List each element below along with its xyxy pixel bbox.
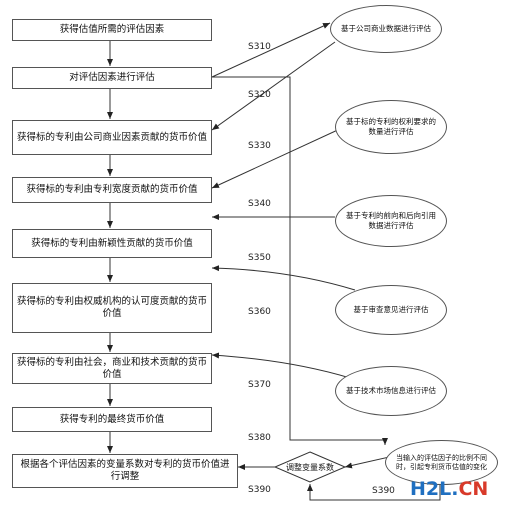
oval-text: 基于公司商业数据进行评估 bbox=[341, 24, 431, 33]
step-box-s340: 获得标的专利由专利宽度贡献的货币价值 bbox=[12, 177, 212, 203]
step-text: 获得标的专利由专利宽度贡献的货币价值 bbox=[26, 184, 198, 195]
side-path bbox=[212, 76, 388, 445]
step-box-s390: 根据各个评估因素的变量系数对专利的货币价值进行调整 bbox=[12, 454, 238, 488]
step-text: 根据各个评估因素的变量系数对专利的货币价值进行调整 bbox=[20, 459, 230, 482]
step-box-s380: 获得专利的最终货币价值 bbox=[12, 407, 212, 432]
step-label-s310: S310 bbox=[248, 42, 271, 52]
oval-market-info: 基于技术市场信息进行评估 bbox=[335, 366, 447, 416]
step-text: 获得标的专利由新颖性贡献的货币价值 bbox=[31, 237, 193, 249]
step-label-s390-decision: S390 bbox=[372, 486, 395, 496]
step-box-s330: 获得标的专利由公司商业因素贡献的货币价值 bbox=[12, 120, 212, 155]
step-box-s320: 对评估因素进行评估 bbox=[12, 67, 212, 89]
site-watermark-logo: H2L.CN bbox=[410, 478, 488, 500]
step-box-s350: 获得标的专利由新颖性贡献的货币价值 bbox=[12, 229, 212, 258]
step-box-s360: 获得标的专利由权威机构的认可度贡献的货币价值 bbox=[12, 283, 212, 333]
oval-text: 基于标的专利的权利要求的数量进行评估 bbox=[346, 117, 436, 136]
oval-text: 基于审查意见进行评估 bbox=[353, 305, 429, 314]
oval-company-data: 基于公司商业数据进行评估 bbox=[330, 5, 442, 53]
oval-connectors bbox=[211, 22, 356, 379]
watermark-h2l: H2L bbox=[410, 478, 452, 500]
step-box-s310: 获得估值所需的评估因素 bbox=[12, 19, 212, 41]
watermark-cn: CN bbox=[458, 478, 489, 500]
step-label-s360: S360 bbox=[248, 307, 271, 317]
oval-text: 当输入的评估因子的比例不同时，引起专利货币估值的变化 bbox=[396, 453, 487, 471]
oval-text: 基于技术市场信息进行评估 bbox=[346, 386, 436, 395]
step-label-s320: S320 bbox=[248, 90, 271, 100]
step-text: 获得专利的最终货币价值 bbox=[59, 413, 165, 425]
decision-text: 调整变量系数 bbox=[286, 462, 334, 472]
step-label-s370: S370 bbox=[248, 380, 271, 390]
oval-examination-opinion: 基于审查意见进行评估 bbox=[335, 285, 447, 335]
oval-claims-count: 基于标的专利的权利要求的数量进行评估 bbox=[335, 100, 447, 154]
step-label-s340: S340 bbox=[248, 199, 271, 209]
step-label-s380: S380 bbox=[248, 433, 271, 443]
step-text: 获得估值所需的评估因素 bbox=[59, 24, 165, 35]
step-label-s350: S350 bbox=[248, 253, 271, 263]
watermark-dot: . bbox=[451, 478, 459, 500]
oval-text: 基于专利的前向和后向引用数据进行评估 bbox=[346, 211, 436, 230]
step-text: 获得标的专利由公司商业因素贡献的货币价值 bbox=[16, 131, 207, 143]
step-text: 对评估因素进行评估 bbox=[69, 72, 155, 83]
step-box-s370: 获得标的专利由社会，商业和技术贡献的货币价值 bbox=[12, 353, 212, 384]
step-text: 获得标的专利由社会，商业和技术贡献的货币价值 bbox=[16, 356, 207, 380]
step-label-s330: S330 bbox=[248, 141, 271, 151]
decision-diamond bbox=[273, 451, 347, 483]
step-label-s390-box: S390 bbox=[248, 485, 271, 495]
step-text: 获得标的专利由权威机构的认可度贡献的货币价值 bbox=[16, 296, 207, 319]
oval-citation-data: 基于专利的前向和后向引用数据进行评估 bbox=[335, 195, 447, 247]
oval-ratio-change: 当输入的评估因子的比例不同时，引起专利货币估值的变化 bbox=[385, 440, 498, 485]
